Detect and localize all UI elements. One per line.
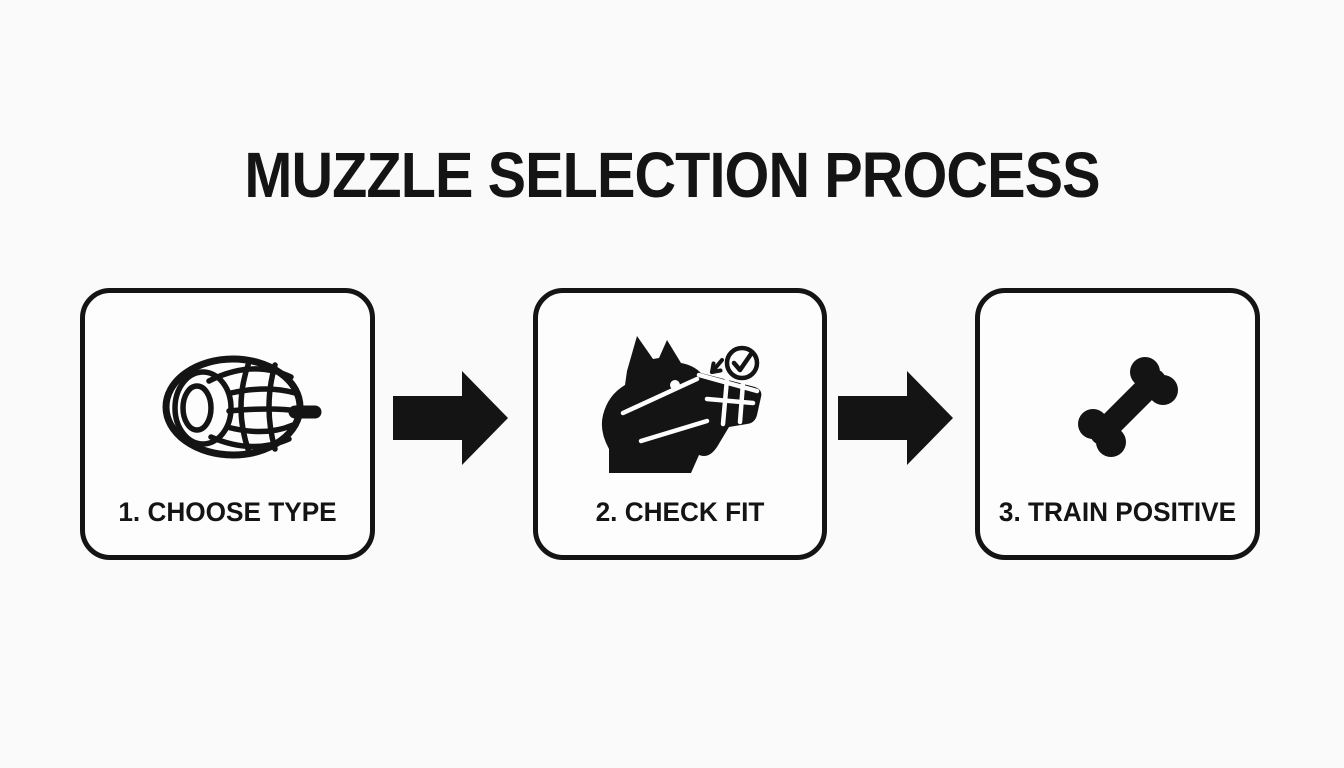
step-box-train-positive: 3. TRAIN POSITIVE — [975, 288, 1260, 560]
basket-muzzle-icon — [157, 351, 325, 468]
arrow-right-icon — [838, 371, 953, 470]
step-box-check-fit: 2. CHECK FIT — [533, 288, 827, 560]
page-title: MUZZLE SELECTION PROCESS — [244, 139, 1100, 211]
step-label-check-fit: 2. CHECK FIT — [595, 497, 765, 527]
arrow-right-icon — [393, 371, 508, 470]
step-box-choose-type: 1. CHOOSE TYPE — [80, 288, 375, 560]
bone-icon — [1070, 353, 1186, 466]
step-label-train-positive: 3. TRAIN POSITIVE — [998, 497, 1237, 527]
muzzled-dog-check-icon — [595, 333, 765, 478]
step-label-choose-type: 1. CHOOSE TYPE — [118, 497, 337, 527]
